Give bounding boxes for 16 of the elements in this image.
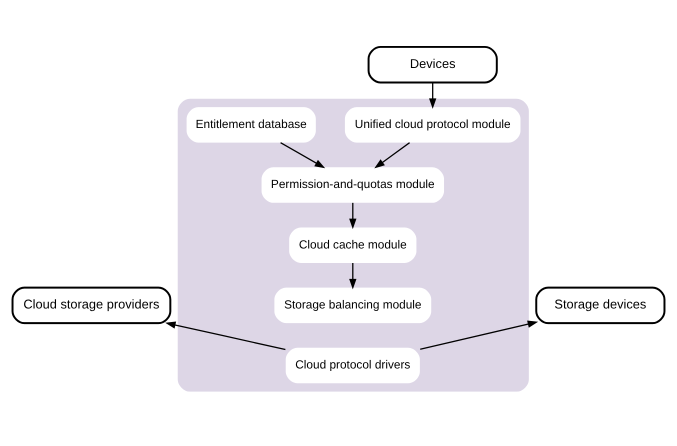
node-box: Cloud protocol drivers bbox=[286, 348, 420, 384]
node-box: Permission-and-quotas module bbox=[262, 167, 444, 203]
arrow bbox=[420, 320, 538, 350]
node-box: Storage balancing module bbox=[274, 288, 432, 324]
node-box: Entitlement database bbox=[186, 107, 316, 143]
node-box: Cloud storage providers bbox=[12, 286, 172, 324]
arrow bbox=[280, 142, 326, 168]
node-box: Storage devices bbox=[535, 286, 666, 324]
arrow bbox=[349, 202, 356, 230]
node-box: Devices bbox=[368, 46, 498, 84]
arrow bbox=[165, 321, 286, 350]
node-box: Unified cloud protocol module bbox=[344, 107, 520, 143]
arrow bbox=[349, 263, 356, 290]
arrow bbox=[374, 142, 410, 168]
arrow bbox=[429, 82, 436, 109]
node-box: Cloud cache module bbox=[289, 227, 416, 263]
